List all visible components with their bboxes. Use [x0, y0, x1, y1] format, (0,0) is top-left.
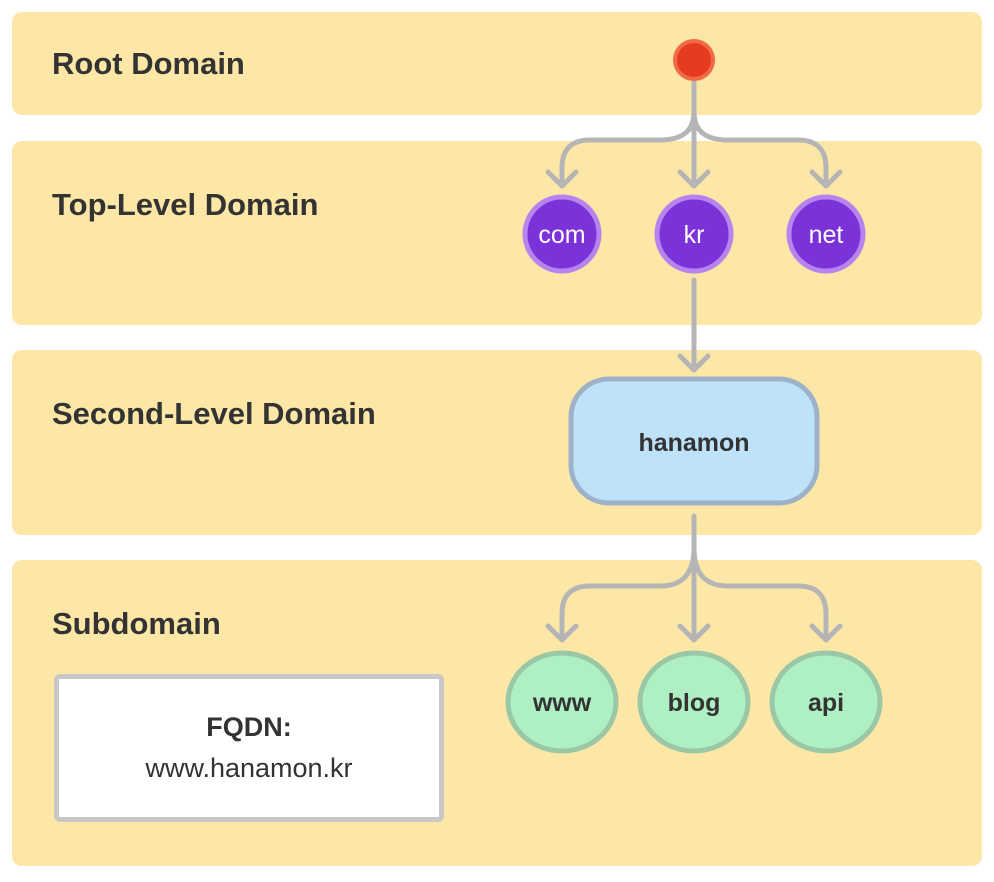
fqdn-label: FQDN:	[206, 712, 292, 742]
fqdn-value: www.hanamon.kr	[145, 753, 353, 783]
sld-node-group: hanamon	[568, 376, 820, 506]
tld-label-com: com	[538, 221, 585, 249]
connector-hanamon-www	[559, 545, 697, 643]
sub-node-api	[769, 650, 883, 754]
band-title-subdomain: Subdomain	[52, 606, 221, 641]
root-node	[673, 39, 715, 81]
arrowhead-com	[545, 169, 579, 189]
connector-root-net	[691, 109, 829, 189]
arrowhead-kr	[677, 169, 711, 189]
band-title-root: Root Domain	[52, 46, 245, 81]
arrowhead-www	[545, 623, 579, 643]
tld-nodes: com kr net	[522, 194, 866, 274]
band-root: Root Domain	[12, 12, 982, 115]
sub-node-www	[505, 650, 619, 754]
tld-label-kr: kr	[684, 221, 705, 249]
tld-label-net: net	[809, 221, 844, 249]
tld-node-kr	[654, 194, 734, 274]
arrowhead-net	[809, 169, 843, 189]
sld-label-hanamon: hanamon	[638, 429, 749, 457]
sub-label-blog: blog	[668, 689, 721, 717]
band-second-level: Second-Level Domain	[12, 350, 982, 535]
arrowhead-api	[809, 623, 843, 643]
sub-label-www: www	[532, 689, 592, 717]
band-title-second-level: Second-Level Domain	[52, 396, 376, 431]
sub-label-api: api	[808, 689, 844, 717]
fqdn-box: FQDN: www.hanamon.kr	[54, 674, 444, 822]
tld-node-com	[522, 194, 602, 274]
connectors	[545, 79, 843, 643]
connector-hanamon-api	[691, 545, 829, 643]
arrowhead-blog	[677, 623, 711, 643]
sub-node-blog	[637, 650, 751, 754]
subdomain-nodes: www blog api	[505, 650, 883, 754]
sld-node-hanamon	[568, 376, 820, 506]
tld-node-net	[786, 194, 866, 274]
arrowhead-hanamon	[677, 353, 711, 373]
band-title-top-level: Top-Level Domain	[52, 187, 319, 222]
connector-root-com	[559, 109, 697, 189]
